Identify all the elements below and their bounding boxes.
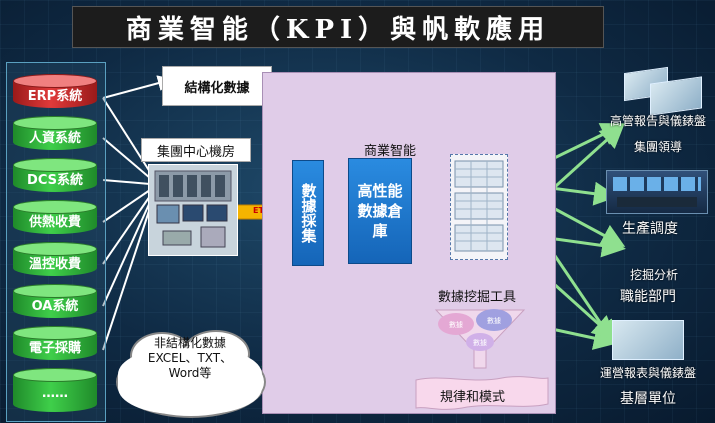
mining-segment-3: 數據 (473, 338, 487, 347)
output-role-3: 職能部門 (620, 289, 676, 305)
connector-db-6 (102, 201, 151, 307)
database-erp: ERP系統 (13, 74, 97, 108)
unstructured-data-text: 非結構化數據EXCEL、TXT、Word等 (147, 336, 233, 380)
data-collection-box: 數據採集 (292, 160, 324, 266)
connector-db-5 (102, 195, 151, 265)
structured-data-label: 結構化數據 (162, 66, 272, 106)
connector-structured (102, 75, 174, 99)
database-more: …… (13, 368, 97, 412)
control-room-image (606, 170, 708, 214)
report-screen-3 (612, 320, 684, 360)
output-caption-3: 挖掘分析 (630, 268, 679, 282)
data-warehouse-box: 高性能數據倉庫 (348, 158, 412, 264)
output-role-1: 集團領導 (634, 140, 683, 154)
title-banner: 商業智能（KPI）與帆軟應用 (72, 6, 604, 48)
datacenter-illustration (148, 164, 238, 256)
mining-funnel-icon: 數據 數據 數據 (434, 309, 526, 369)
pattern-label: 規律和模式 (440, 390, 506, 405)
mining-segment-1: 數據 (449, 320, 463, 329)
database-temperature-fee: 溫控收費 (13, 242, 97, 276)
output-caption-1: 高管報告與儀錶盤 (610, 114, 707, 128)
database-dcs: DCS系統 (13, 158, 97, 192)
connector-db-3 (102, 179, 151, 185)
bi-label: 商業智能 (364, 144, 417, 159)
etl-label: ETL (253, 206, 269, 215)
pattern-banner-shape (415, 376, 549, 410)
database-procurement: 電子採購 (13, 326, 97, 360)
output-role-4: 基層單位 (620, 391, 676, 407)
database-oa: OA系統 (13, 284, 97, 318)
server-room-icon (154, 170, 232, 248)
page-title: 商業智能（KPI）與帆軟應用 (125, 14, 551, 45)
database-heating-fee: 供熱收費 (13, 200, 97, 234)
output-caption-4: 運營報表與儀錶盤 (600, 366, 697, 380)
connector-db-4 (102, 189, 151, 223)
server-rack-icon (454, 160, 504, 252)
output-role-2: 生產調度 (622, 221, 678, 237)
server-racks (450, 154, 508, 260)
connector-db-2 (102, 137, 151, 179)
database-hr: 人資系統 (13, 116, 97, 150)
mining-segment-2: 數據 (487, 316, 501, 325)
mining-tool-label: 數據挖掘工具 (438, 290, 517, 305)
unstructured-data-cloud: 非結構化數據EXCEL、TXT、Word等 (112, 326, 266, 418)
connector-db-7 (102, 207, 151, 351)
datacenter-label: 集團中心機房 (141, 138, 251, 162)
